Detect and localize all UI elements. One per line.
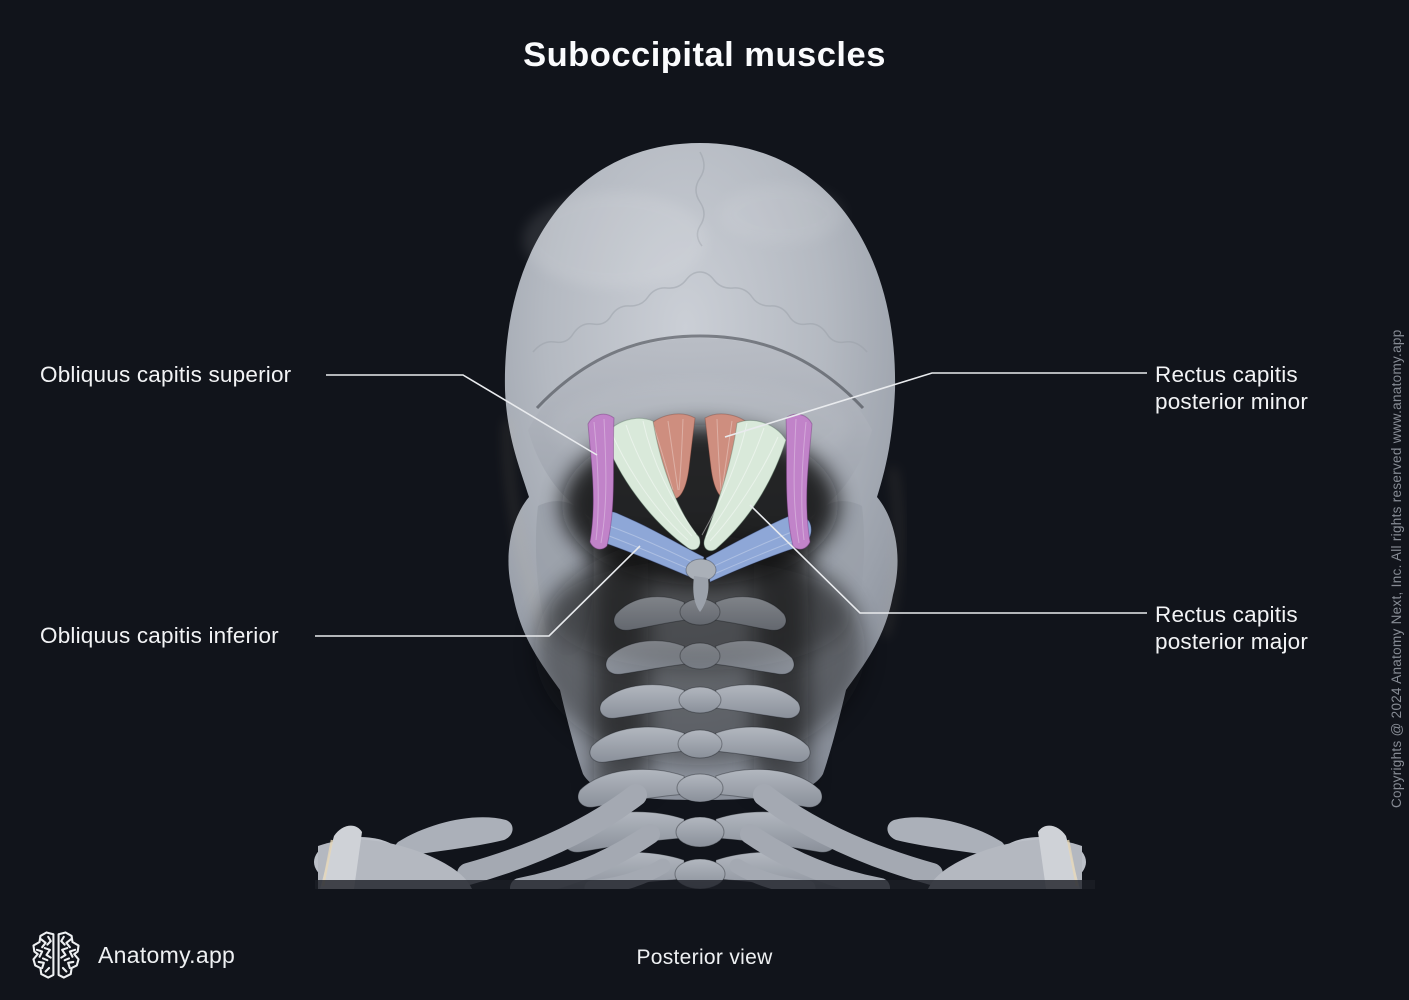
brand-name: Anatomy.app — [98, 941, 236, 968]
leader-line-rectus-capitis-posterior-major — [749, 504, 1147, 614]
leader-line-rectus-capitis-posterior-minor — [724, 372, 1147, 438]
label-obliquus-capitis-inferior: Obliquus capitis inferior — [40, 623, 279, 648]
leader-lines — [315, 372, 1147, 637]
leader-line-obliquus-capitis-inferior — [315, 545, 641, 637]
shoulder-girdle — [314, 784, 1095, 889]
brain-icon — [32, 931, 80, 979]
brand: Anatomy.app — [30, 930, 235, 980]
muscle-rectus-capitis-posterior-major-left — [603, 417, 701, 551]
view-label: Posterior view — [636, 946, 773, 969]
label-obliquus-capitis-superior: Obliquus capitis superior — [40, 362, 292, 387]
muscle-rectus-capitis-posterior-major-right — [701, 419, 787, 552]
muscle-obliquus-capitis-superior-right — [785, 413, 813, 550]
page-title: Suboccipital muscles — [523, 36, 886, 74]
muscle-rectus-capitis-posterior-minor-left — [645, 413, 696, 499]
label-rectus-capitis-posterior-minor: Rectus capitis posterior minor — [1155, 362, 1309, 414]
muscle-obliquus-capitis-superior-left — [587, 413, 615, 550]
copyright-text: Copyrights @ 2024 Anatomy Next, Inc. All… — [1389, 329, 1404, 808]
cervical-vertebrae — [549, 560, 851, 889]
leader-line-obliquus-capitis-superior — [326, 374, 598, 456]
label-rectus-capitis-posterior-major: Rectus capitis posterior major — [1155, 602, 1309, 654]
axis-spinous-process — [685, 558, 717, 612]
